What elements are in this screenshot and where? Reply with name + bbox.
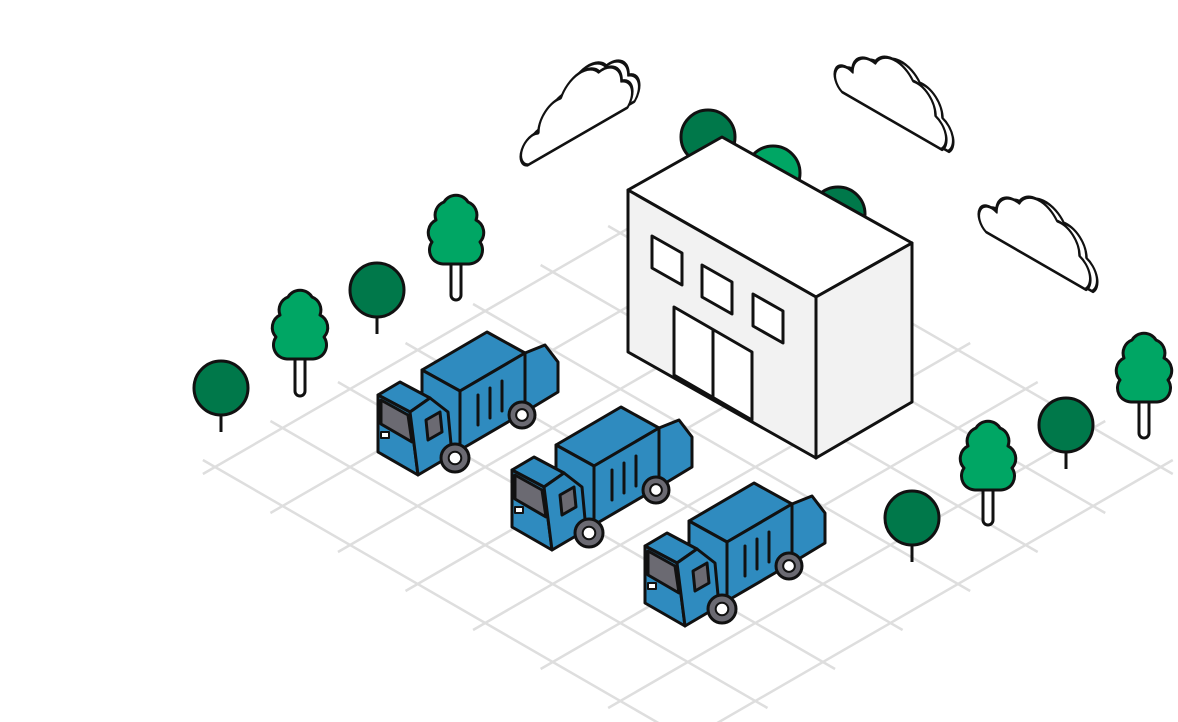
building-window: [751, 292, 785, 345]
tree-crown: [1037, 396, 1095, 454]
building-window: [650, 234, 684, 287]
truck-hubcap: [714, 601, 730, 617]
truck-hubcap: [581, 525, 597, 541]
cloud-front: [519, 65, 634, 167]
building-window: [700, 263, 734, 316]
grid-line: [472, 302, 971, 593]
round-tree-icon: [1037, 396, 1095, 469]
tree-crown: [426, 193, 486, 266]
garbage-truck: [376, 330, 560, 477]
building-side-face: [814, 241, 914, 460]
grid-line: [269, 419, 769, 710]
tree-crown: [1114, 331, 1174, 404]
tree-crown: [348, 261, 406, 319]
tree-crown: [883, 489, 941, 547]
truck-headlight: [380, 431, 390, 439]
truck-rear: [657, 418, 694, 489]
garbage-truck: [643, 481, 827, 628]
round-tree-icon: [883, 489, 941, 562]
truck-hubcap: [649, 483, 663, 497]
truck-headlight: [514, 506, 524, 514]
round-tree-icon: [192, 359, 250, 432]
cloud-icon: [977, 195, 1099, 294]
truck-side-window: [558, 485, 578, 517]
tree-crown: [270, 288, 330, 361]
grid-line: [716, 458, 1174, 722]
truck-hubcap: [515, 408, 529, 422]
round-tree-icon: [348, 261, 406, 334]
truck-hubcap: [447, 450, 463, 466]
truck-side-window: [424, 410, 444, 442]
tree-crown: [958, 419, 1018, 492]
truck-rear: [790, 494, 827, 565]
bushy-tree-icon: [426, 193, 486, 302]
building: [626, 135, 914, 460]
grid-line: [202, 185, 701, 476]
truck-rear: [523, 343, 560, 414]
truck-windshield: [513, 473, 548, 519]
cloud-icon: [519, 59, 641, 167]
grid-line: [607, 419, 1106, 710]
garbage-trucks: [376, 330, 827, 628]
truck-side-window: [691, 561, 711, 593]
truck-hubcap: [782, 559, 796, 573]
clouds: [519, 55, 1099, 294]
truck-headlight: [647, 582, 657, 590]
truck-windshield: [379, 398, 414, 444]
bushy-tree-icon: [1114, 331, 1174, 440]
bushy-tree-icon: [958, 419, 1018, 527]
cloud-front: [833, 55, 948, 152]
bushy-tree-icon: [270, 288, 330, 398]
garbage-truck: [510, 405, 694, 552]
cloud-icon: [833, 55, 955, 154]
grid-line: [202, 458, 660, 722]
tree-crown: [192, 359, 250, 417]
cloud-front: [977, 195, 1092, 292]
truck-windshield: [646, 549, 681, 595]
trees-front: [883, 331, 1174, 562]
